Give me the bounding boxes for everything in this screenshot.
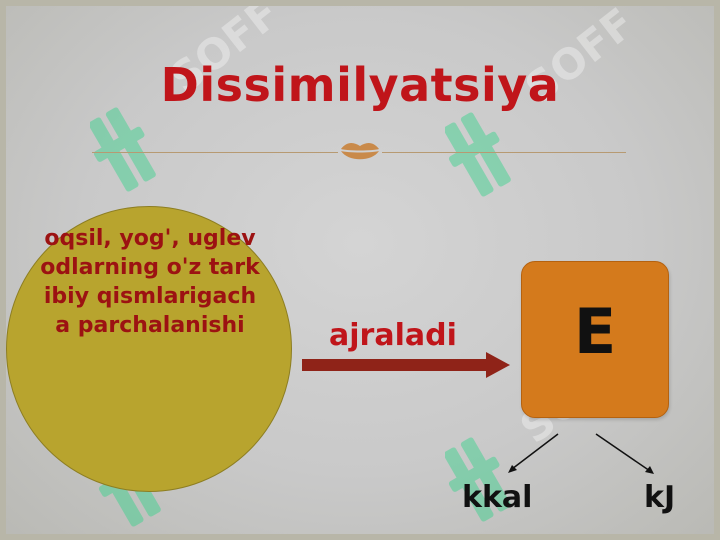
title-divider-right [382,152,626,153]
process-description: oqsil, yog', uglevodlarning o'z tarkibiy… [40,226,260,338]
branch-arrows [508,433,654,474]
unit-kkal: kkal [462,480,533,515]
lips-ornament-icon [341,142,379,160]
energy-box [521,261,669,418]
title-divider-left [92,152,338,153]
right-arrow-icon [302,352,510,378]
process-circle [6,206,292,492]
unit-kj: kJ [644,480,676,515]
energy-letter: E [573,295,617,368]
slide-title: Dissimilyatsiya [160,58,560,112]
arrow-label: ajraladi [329,318,457,353]
